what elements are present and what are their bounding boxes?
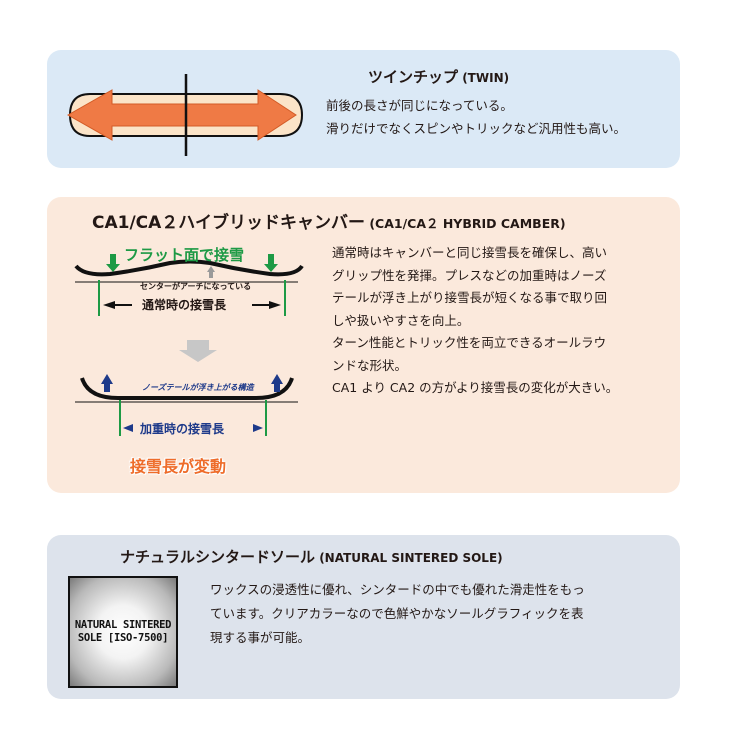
sintered-sole-badge: NATURAL SINTERED SOLE [ISO-7500] (68, 576, 178, 688)
up-arrow-center-icon (207, 266, 215, 278)
up-arrow-right-icon (271, 374, 283, 392)
down-arrow-right-icon (264, 254, 278, 272)
arrowhead-loaded-left-icon (123, 424, 133, 432)
arrowhead-left-icon (103, 301, 115, 309)
hybrid-desc-line: ンドな形状。 (332, 357, 408, 373)
twin-description: 前後の長さが同じになっている。 滑りだけでなくスピンやトリックなど汎用性も高い。 (326, 95, 626, 140)
flat-contact-label: フラット面で接雪 (124, 246, 245, 264)
hybrid-desc-line: テールが浮き上がり接雪長が短くなる事で取り回 (332, 290, 608, 305)
normal-length-label: 通常時の接雪長 (142, 298, 227, 312)
arrowhead-right-icon (269, 301, 281, 309)
board-normal (74, 259, 304, 277)
transition-arrow-icon (179, 340, 217, 362)
arrowhead-loaded-right-icon (253, 424, 263, 432)
twin-tip-arrow-diagram (66, 74, 304, 156)
sole-desc-line: 現する事が可能。 (210, 630, 311, 645)
sole-desc-line: ワックスの浸透性に優れ、シンタードの中でも優れた滑走性をもっ (210, 582, 585, 597)
sole-desc-line: ています。クリアカラーなので色鮮やかなソールグラフィックを表 (210, 606, 584, 621)
sole-description: ワックスの浸透性に優れ、シンタードの中でも優れた滑走性をもっ ています。クリアカ… (210, 578, 585, 650)
loaded-length-label: 加重時の接雪長 (140, 422, 225, 436)
hybrid-desc-line: 通常時はキャンバーと同じ接雪長を確保し、高い (332, 245, 608, 260)
badge-line1: NATURAL SINTERED (74, 619, 172, 631)
hybrid-title: CA1/CA２ハイブリッドキャンバー (CA1/CA２ HYBRID CAMBE… (92, 213, 566, 233)
twin-title: ツインチップ (TWIN) (368, 68, 510, 86)
hybrid-desc-line: ターン性能とトリック性を両立できるオールラウ (332, 335, 607, 350)
sole-title: ナチュラルシンタードソール (NATURAL SINTERED SOLE) (120, 548, 503, 566)
board-loaded (80, 377, 294, 400)
badge-line2: SOLE [ISO-7500] (77, 632, 169, 644)
twin-desc-line: 滑りだけでなくスピンやトリックなど汎用性も高い。 (326, 120, 627, 136)
camber-diagram (74, 254, 304, 436)
hybrid-description: 通常時はキャンバーと同じ接雪長を確保し、高い グリップ性を発揮。プレスなどの加重… (332, 242, 618, 400)
hybrid-desc-line: グリップ性を発揮。プレスなどの加重時はノーズ (332, 267, 607, 283)
hybrid-desc-line: CA1 より CA2 の方がより接雪長の変化が大きい。 (332, 380, 619, 395)
hybrid-camber-panel (47, 197, 680, 493)
down-arrow-left-icon (106, 254, 120, 272)
hybrid-desc-line: しや扱いやすさを向上。 (332, 312, 470, 328)
up-arrow-left-icon (101, 374, 113, 392)
twin-desc-line: 前後の長さが同じになっている。 (326, 98, 513, 113)
nose-lift-label: ノーズテールが浮き上がる構造 (142, 383, 254, 392)
length-change-label: 接雪長が変動 (130, 457, 227, 476)
right-arrow-icon (185, 89, 297, 141)
arch-label: センターがアーチになっている (140, 282, 252, 291)
